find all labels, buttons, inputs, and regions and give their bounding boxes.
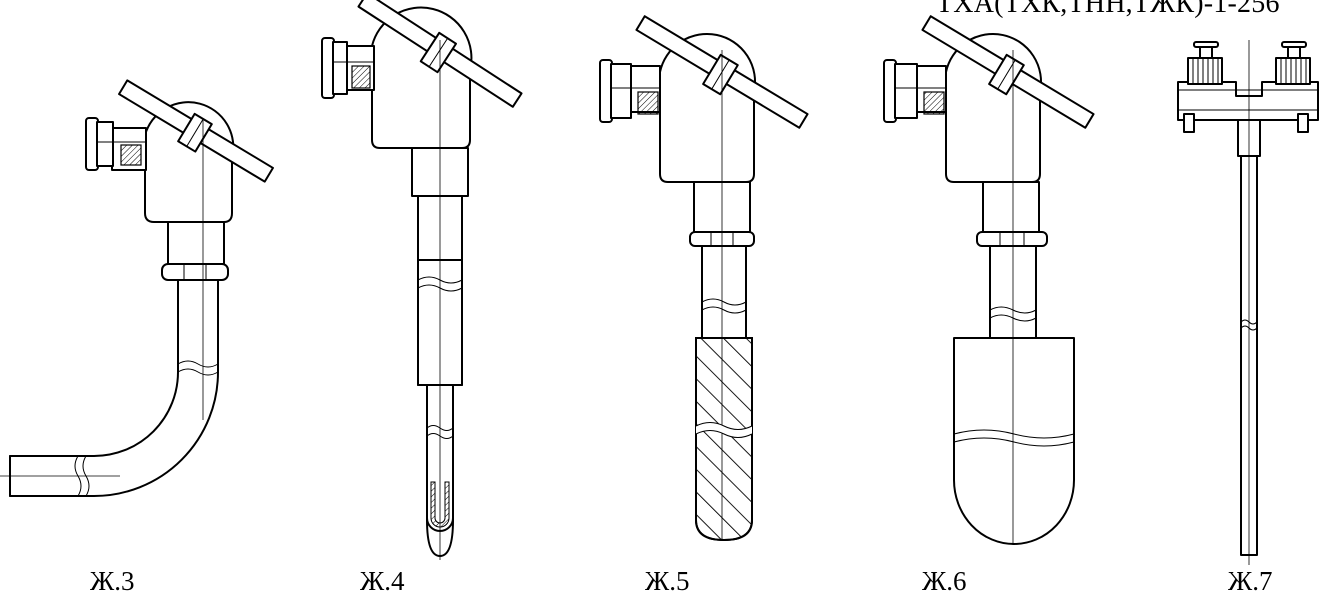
variant-zh7-drawing [1177, 40, 1319, 565]
caption-zh4: Ж.4 [360, 566, 405, 596]
protective-tube [701, 245, 747, 339]
thermowell-hatched [695, 337, 753, 542]
cable-gland [883, 59, 947, 123]
hex-nut [976, 231, 1048, 247]
terminal-screw-left [1183, 41, 1223, 133]
cable-gland [599, 59, 661, 123]
caption-zh5: Ж.5 [645, 566, 690, 596]
stem-fitting [1237, 119, 1261, 157]
head-body [945, 32, 1043, 183]
hex-nut [689, 231, 755, 247]
caption-zh3: Ж.3 [90, 566, 135, 596]
caption-zh7: Ж.7 [1228, 566, 1273, 596]
variant-zh3-drawing [0, 79, 274, 497]
head-body [371, 6, 473, 149]
sheath-tube [177, 279, 219, 371]
head-lid [921, 15, 1095, 129]
variant-zh5-drawing [599, 15, 809, 542]
thin-sheath [426, 384, 454, 521]
variant-zh6-drawing [883, 15, 1095, 545]
head-body [659, 32, 757, 183]
cable-gland [85, 117, 147, 171]
head-lid [357, 0, 523, 108]
protective-tube [417, 259, 463, 386]
sensor-rod [1240, 155, 1258, 556]
protective-tube [989, 245, 1037, 339]
terminal-block [1177, 81, 1319, 121]
hex-nut [161, 263, 229, 281]
cable-gland [321, 37, 375, 99]
terminal-screw-right [1275, 41, 1311, 133]
neck [982, 181, 1040, 233]
caption-zh6: Ж.6 [922, 566, 967, 596]
variant-zh4-drawing [321, 0, 523, 560]
header-designation: ТХА(ТХК,ТНН,ТЖК)-1-256 [936, 0, 1280, 19]
neck [167, 221, 225, 265]
sensor-bulb [953, 337, 1075, 545]
fitting [417, 195, 463, 261]
